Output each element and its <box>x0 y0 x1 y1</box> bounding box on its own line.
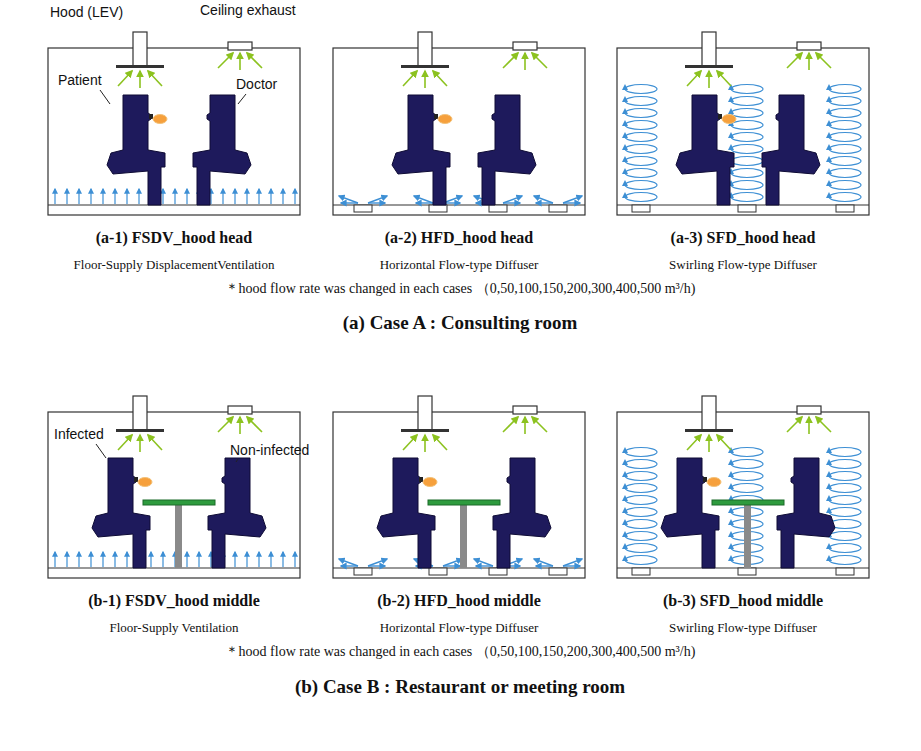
non-infected-figure <box>777 458 835 568</box>
exhaled-droplets <box>722 115 736 124</box>
figure-label: Non-infected <box>230 442 309 458</box>
panel-caption: (a-2) HFD_hood head <box>385 229 533 247</box>
non-infected-figure <box>493 458 551 568</box>
local-exhaust-hood <box>685 32 733 88</box>
room-section <box>333 32 585 215</box>
figure-label: Doctor <box>236 76 277 92</box>
supply-airflow <box>622 447 861 575</box>
figure-label: Ceiling exhaust <box>200 2 296 18</box>
room-section <box>48 32 300 215</box>
doctor-figure <box>478 95 536 205</box>
doctor-figure <box>762 95 820 205</box>
room-section <box>617 32 869 215</box>
exhaled-droplets <box>438 115 452 124</box>
panel-subcaption: Floor-Supply DisplacementVentilation <box>74 258 275 273</box>
ceiling-exhaust <box>218 406 262 434</box>
panel-caption: (a-3) SFD_hood head <box>671 229 816 247</box>
local-exhaust-hood <box>401 32 449 88</box>
table-top <box>143 500 215 505</box>
panel-caption: (b-3) SFD_hood middle <box>663 592 823 610</box>
panel-subcaption: Swirling Flow-type Diffuser <box>669 621 817 636</box>
table-top <box>428 500 500 505</box>
figure-label: Hood (LEV) <box>50 4 123 20</box>
local-exhaust-hood <box>116 396 164 452</box>
exhaled-droplets <box>138 478 152 487</box>
panel-caption: (b-1) FSDV_hood middle <box>88 592 260 610</box>
table-leg <box>744 505 751 568</box>
case-title: (b) Case B : Restaurant or meeting room <box>295 676 625 698</box>
case-title: (a) Case A : Consulting room <box>343 312 578 334</box>
note-text: ＊hood flow rate was changed in each case… <box>225 281 696 297</box>
room-section <box>617 396 869 578</box>
mouth-mark <box>718 114 722 119</box>
figure-label: Patient <box>58 72 102 88</box>
panel-caption: (b-2) HFD_hood middle <box>377 592 541 610</box>
patient-figure <box>107 95 167 205</box>
doctor-figure <box>193 95 251 205</box>
exhaled-droplets <box>707 478 721 487</box>
panel-subcaption: Horizontal Flow-type Diffuser <box>380 258 539 273</box>
infected-figure <box>377 458 437 568</box>
mouth-mark <box>149 114 153 119</box>
ceiling-exhaust <box>787 42 831 70</box>
supply-airflow <box>339 196 582 212</box>
room-section <box>48 396 300 578</box>
ceiling-exhaust <box>503 42 547 70</box>
exhaled-droplets <box>423 478 437 487</box>
exhaled-droplets <box>153 115 167 124</box>
room-section <box>333 396 585 578</box>
mouth-mark <box>434 114 438 119</box>
local-exhaust-hood <box>685 396 733 452</box>
panel-subcaption: Horizontal Flow-type Diffuser <box>380 621 539 636</box>
infected-figure <box>92 458 152 568</box>
figure-label: Infected <box>54 426 104 442</box>
table-leg <box>460 505 467 568</box>
panel-subcaption: Swirling Flow-type Diffuser <box>669 258 817 273</box>
non-infected-figure <box>208 458 266 568</box>
supply-airflow <box>622 84 861 212</box>
panel-subcaption: Floor-Supply Ventilation <box>109 621 238 636</box>
ceiling-exhaust <box>218 42 262 70</box>
local-exhaust-hood <box>116 32 164 88</box>
note-text: ＊hood flow rate was changed in each case… <box>225 644 696 660</box>
mouth-mark <box>703 477 707 482</box>
mouth-mark <box>134 477 138 482</box>
mouth-mark <box>419 477 423 482</box>
ceiling-exhaust <box>787 406 831 434</box>
panel-caption: (a-1) FSDV_hood head <box>96 229 252 247</box>
table-top <box>712 500 784 505</box>
local-exhaust-hood <box>401 396 449 452</box>
supply-airflow <box>55 189 295 204</box>
patient-figure <box>392 95 452 205</box>
table-leg <box>175 505 182 568</box>
patient-figure <box>676 95 736 205</box>
leader-lines <box>96 90 246 462</box>
infected-figure <box>661 458 721 568</box>
ceiling-exhaust <box>503 406 547 434</box>
